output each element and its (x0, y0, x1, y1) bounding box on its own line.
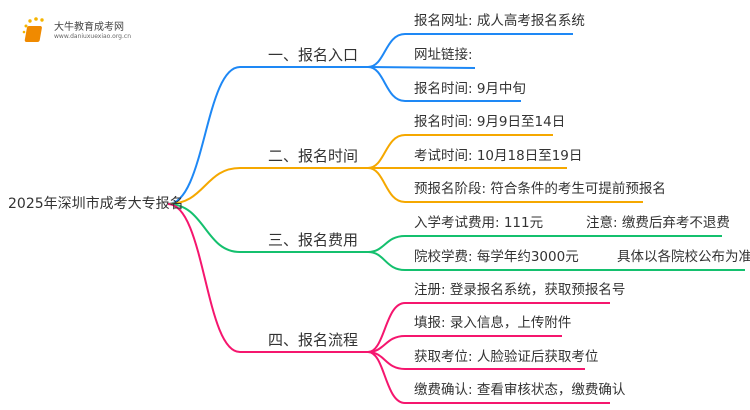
book-logo-icon (22, 17, 44, 42)
leaf-note: 注意: 缴费后弃考不退费 (586, 215, 730, 231)
root-topic: 2025年深圳市成考大专报名 (8, 196, 184, 212)
leaf: 填报: 录入信息，上传附件 (414, 315, 572, 331)
connector (167, 66, 368, 205)
connector (167, 203, 368, 353)
branch-4-lines (167, 203, 610, 404)
logo-title: 大牛教育成考网 (54, 22, 124, 33)
leaf: 网址链接: (414, 47, 473, 63)
logo-url: www.daniuxuexiao.org.cn (54, 33, 131, 40)
leaf: 报名网址: 成人高考报名系统 (414, 13, 585, 29)
connector (367, 33, 573, 68)
connector (367, 66, 476, 69)
branch-1-lines (167, 33, 573, 205)
leaf: 预报名阶段: 符合条件的考生可提前预报名 (414, 181, 666, 197)
connector (367, 335, 562, 353)
leaf: 获取考位: 人脸验证后获取考位 (414, 349, 599, 365)
leaf: 报名时间: 9月9日至14日 (414, 114, 566, 130)
branch-label: 一、报名入口 (268, 46, 359, 64)
logo: 大牛教育成考网 www.daniuxuexiao.org.cn (20, 16, 140, 46)
connector (367, 134, 553, 169)
connector (367, 235, 722, 253)
connector (367, 302, 610, 353)
branch-label: 二、报名时间 (268, 147, 359, 165)
branch-label: 四、报名流程 (268, 331, 359, 349)
branch-3-lines (167, 203, 745, 271)
connector (367, 167, 643, 203)
branch-label: 三、报名费用 (268, 231, 359, 249)
connector (167, 167, 368, 205)
connector (367, 66, 521, 102)
connector (367, 351, 610, 404)
leaf: 入学考试费用: 111元 (414, 215, 544, 231)
leaf: 报名时间: 9月中旬 (414, 81, 526, 97)
leaf: 院校学费: 每学年约3000元 (414, 249, 579, 265)
branch-2-lines (167, 134, 643, 205)
leaf: 注册: 登录报名系统，获取预报名号 (414, 282, 626, 298)
connector (367, 251, 745, 271)
connector (167, 203, 368, 253)
leaf-note: 具体以各院校公布为准 (617, 249, 750, 265)
leaf: 考试时间: 10月18日至19日 (414, 148, 583, 164)
leaf: 缴费确认: 查看审核状态，缴费确认 (414, 382, 626, 398)
